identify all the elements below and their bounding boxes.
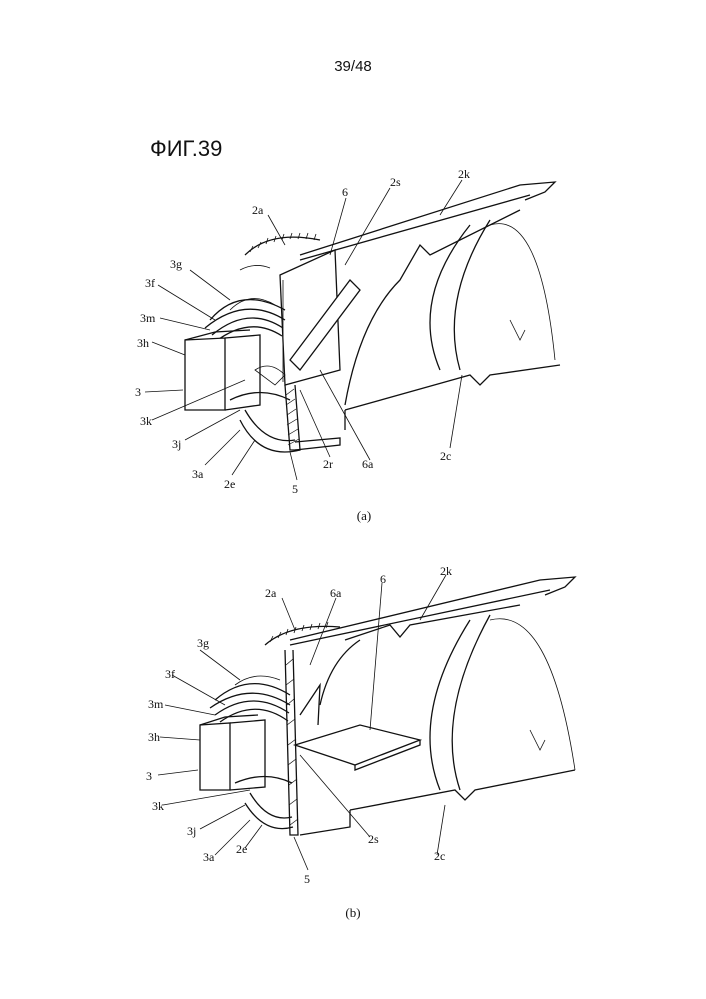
label-2e: 2e bbox=[236, 842, 247, 856]
label-3k: 3k bbox=[152, 799, 164, 813]
label-3g: 3g bbox=[197, 636, 209, 650]
label-2c: 2c bbox=[434, 849, 445, 863]
label-3: 3 bbox=[135, 385, 141, 399]
wall-section bbox=[285, 650, 298, 835]
label-6a: 6a bbox=[330, 586, 342, 600]
label-2s: 2s bbox=[368, 832, 379, 846]
leader-lines bbox=[158, 575, 446, 870]
gear-ring bbox=[265, 622, 340, 645]
patent-drawing-a: 2a 6 2s 2k 3g 3f 3m 3h 3 3k 3j 3a 2e 5 2… bbox=[0, 170, 706, 505]
label-3: 3 bbox=[146, 769, 152, 783]
label-2s: 2s bbox=[390, 175, 401, 189]
label-3a: 3a bbox=[192, 467, 204, 481]
label-5: 5 bbox=[304, 872, 310, 886]
label-3j: 3j bbox=[187, 824, 196, 838]
label-6: 6 bbox=[380, 572, 386, 586]
label-3j: 3j bbox=[172, 437, 181, 451]
label-2a: 2a bbox=[265, 586, 277, 600]
label-2r: 2r bbox=[323, 457, 333, 471]
label-3a: 3a bbox=[203, 850, 215, 864]
label-6a: 6a bbox=[362, 457, 374, 471]
flap-6 bbox=[280, 250, 360, 385]
figure-title: ФИГ.39 bbox=[150, 136, 222, 162]
caption-a: (a) bbox=[334, 508, 394, 524]
label-3k: 3k bbox=[140, 414, 152, 428]
label-3f: 3f bbox=[165, 667, 175, 681]
label-2a: 2a bbox=[252, 203, 264, 217]
lower-bowl bbox=[235, 777, 293, 829]
page-number: 39/48 bbox=[0, 58, 706, 75]
cylinder-body bbox=[290, 577, 575, 835]
housing-3h bbox=[200, 715, 265, 790]
patent-drawing-b: 2a 6a 6 2k 3g 3f 3m 3h 3 3k 3j 3a 2e 5 2… bbox=[0, 565, 706, 900]
label-5: 5 bbox=[292, 482, 298, 496]
label-2k: 2k bbox=[440, 565, 452, 578]
label-3m: 3m bbox=[148, 697, 164, 711]
label-3g: 3g bbox=[170, 257, 182, 271]
label-3h: 3h bbox=[148, 730, 160, 744]
label-2c: 2c bbox=[440, 449, 451, 463]
caption-b: (b) bbox=[323, 905, 383, 921]
housing-3h bbox=[185, 330, 260, 410]
label-2e: 2e bbox=[224, 477, 235, 491]
label-6: 6 bbox=[342, 185, 348, 199]
flap-6 bbox=[295, 685, 420, 770]
label-3f: 3f bbox=[145, 276, 155, 290]
label-3h: 3h bbox=[137, 336, 149, 350]
label-2k: 2k bbox=[458, 170, 470, 181]
label-3m: 3m bbox=[140, 311, 156, 325]
